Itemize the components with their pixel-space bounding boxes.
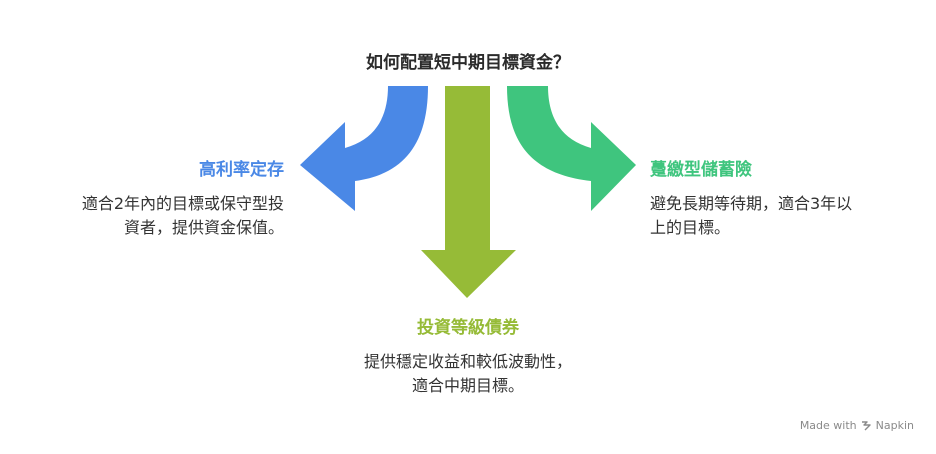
napkin-watermark[interactable]: Made with Napkin — [800, 419, 914, 432]
desc-line: 提供穩定收益和較低波動性， — [363, 352, 572, 371]
napkin-logo-icon — [861, 421, 871, 431]
watermark-brand: Napkin — [875, 419, 914, 432]
desc-line: 避免長期等待期，適合3年以 — [650, 194, 853, 213]
arrow-left — [300, 86, 428, 211]
branch-desc-investment-grade-bonds: 提供穩定收益和較低波動性， 適合中期目標。 — [0, 350, 936, 398]
desc-line: 資者，提供資金保值。 — [123, 218, 284, 237]
branch-title-investment-grade-bonds: 投資等級債券 — [417, 318, 519, 338]
diagram-title: 如何配置短中期目標資金？ — [366, 53, 570, 73]
arrow-center — [421, 86, 516, 298]
branch-title-single-premium-insurance: 躉繳型儲蓄險 — [650, 160, 752, 180]
watermark-prefix: Made with — [799, 419, 857, 432]
desc-line: 適合中期目標。 — [411, 376, 524, 395]
branch-desc-single-premium-insurance: 避免長期等待期，適合3年以 上的目標。 — [650, 192, 920, 240]
desc-line: 上的目標。 — [650, 218, 731, 237]
branch-title-fixed-deposit: 高利率定存 — [199, 160, 284, 180]
desc-line: 適合2年內的目標或保守型投 — [81, 194, 284, 213]
arrow-right — [507, 86, 636, 211]
branch-desc-fixed-deposit: 適合2年內的目標或保守型投 資者，提供資金保值。 — [4, 192, 284, 240]
